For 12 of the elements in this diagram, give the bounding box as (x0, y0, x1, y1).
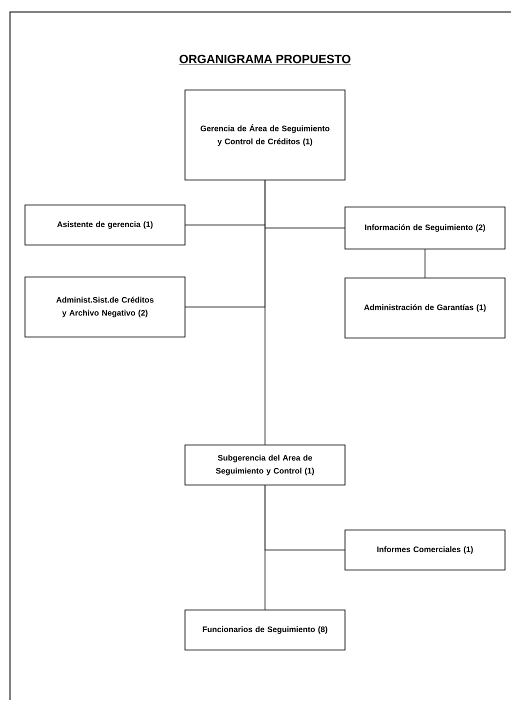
org-box: Administ.Sist.de Créditos y Archivo Negativo (2) (24, 276, 186, 338)
org-box: Asistente de gerencia (1) (24, 204, 186, 246)
org-box: Gerencia de Área de Seguimiento y Control de Créditos (1) (184, 90, 346, 180)
org-box: Información de Seguimiento (2) (344, 206, 506, 250)
org-box: Subgerencia del Area de Seguimiento y Control (1) (184, 444, 346, 486)
org-box: Funcionarios de Seguimiento (8) (184, 610, 346, 650)
connector-line (424, 249, 426, 278)
org-box: Administración de Garantías (1) (344, 278, 506, 338)
connector-line (264, 180, 266, 445)
title: ORGANIGRAMA PROPUESTO (178, 54, 352, 65)
org-box: Informes Comerciales (1) (344, 530, 506, 570)
connector-line (264, 485, 266, 610)
